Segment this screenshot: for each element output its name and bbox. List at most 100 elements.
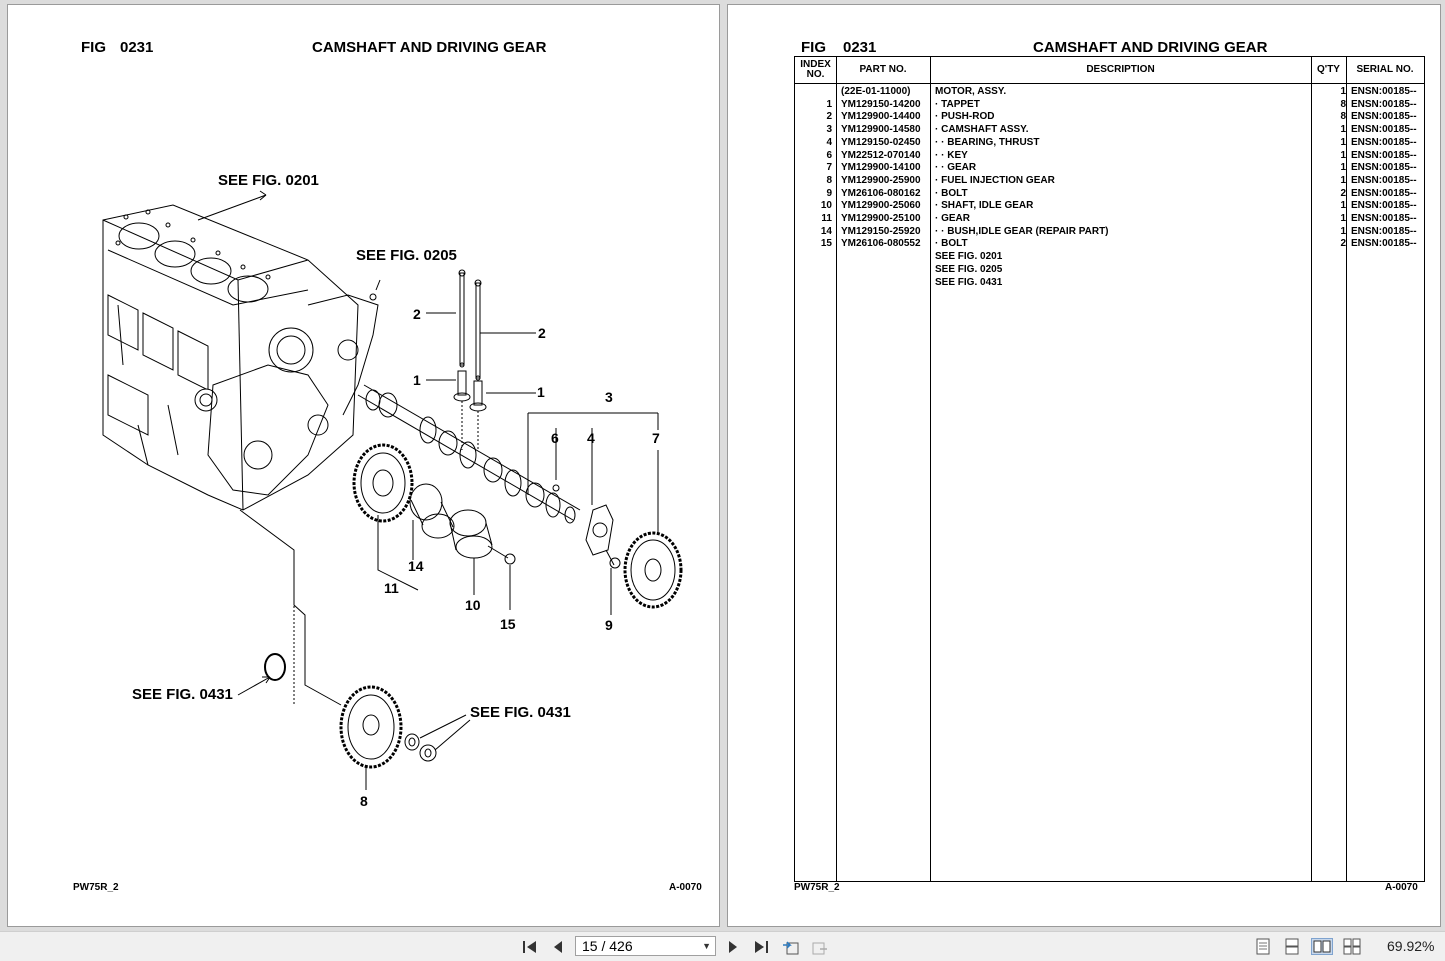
- zoom-level[interactable]: 69.92%: [1387, 938, 1435, 954]
- cell-serial-no: ENSN:00185--: [1351, 213, 1417, 224]
- cell-part-no: YM26106-080162: [841, 187, 921, 199]
- cell-serial-no: ENSN:00185--: [1351, 200, 1417, 212]
- cell-serial-no: ENSN:00185--: [1351, 111, 1417, 123]
- cell-qty: 1: [1340, 124, 1346, 136]
- single-page-icon[interactable]: [1255, 938, 1271, 955]
- cell-serial-no: ENSN:00185--: [1351, 225, 1417, 237]
- cell-description: · · BUSH,IDLE GEAR (REPAIR PART): [935, 225, 1109, 237]
- callout-6: 6: [551, 430, 559, 446]
- callout-4: 4: [587, 430, 595, 446]
- facing-icon[interactable]: [1311, 938, 1333, 955]
- callout-see-0205: SEE FIG. 0205: [356, 247, 457, 264]
- tappets: [426, 370, 536, 450]
- column-divider: [930, 57, 931, 881]
- push-rods: [426, 269, 536, 381]
- cell-qty: 1: [1340, 136, 1346, 148]
- header-description: DESCRIPTION: [1086, 64, 1155, 75]
- cell-part-no: YM129150-14200: [841, 98, 921, 110]
- cell-qty: 8: [1340, 98, 1346, 110]
- cell-serial-no: ENSN:00185--: [1351, 162, 1417, 174]
- page-number-field[interactable]: 15 / 426 ▼: [575, 936, 716, 956]
- cam-gear: [623, 531, 683, 609]
- header-index: INDEX NO.: [800, 59, 831, 80]
- cell-part-no: YM129900-14100: [841, 162, 921, 174]
- previous-view-icon[interactable]: [781, 937, 801, 956]
- cell-description: MOTOR, ASSY.: [935, 86, 1007, 97]
- cell-part-no: YM129900-25900: [841, 174, 921, 186]
- cell-index: 1: [826, 98, 832, 110]
- cell-qty: 1: [1340, 200, 1346, 212]
- prev-page-icon[interactable]: [548, 937, 568, 956]
- footer-left: PW75R_2: [794, 882, 840, 893]
- cell-serial-no: ENSN:00185--: [1351, 174, 1417, 186]
- callout-2b: 2: [538, 325, 546, 341]
- right-page: FIG 0231 CAMSHAFT AND DRIVING GEAR INDEX…: [727, 4, 1441, 927]
- continuous-icon[interactable]: [1284, 938, 1300, 955]
- exploded-diagram: SEE FIG. 0201 SEE FIG. 0205 2 2 1 1 3 6 …: [102, 172, 683, 809]
- idle-gear-bush: [409, 483, 455, 560]
- cell-index: 8: [826, 174, 832, 186]
- thrust-bearing: [585, 504, 614, 556]
- cell-description: · CAMSHAFT ASSY.: [935, 124, 1029, 136]
- cell-description: · TAPPET: [935, 98, 980, 110]
- continuous-facing-icon[interactable]: [1343, 938, 1361, 955]
- fig-label: FIG: [81, 39, 106, 56]
- cell-part-no: YM26106-080552: [841, 238, 921, 250]
- cell-index: 10: [820, 200, 832, 212]
- cell-description: · · BEARING, THRUST: [935, 136, 1040, 148]
- column-divider: [1346, 57, 1347, 881]
- callout-see-0431-a: SEE FIG. 0431: [132, 686, 233, 703]
- cell-part-no: YM129150-25920: [841, 225, 921, 237]
- cell-qty: 2: [1340, 238, 1346, 250]
- callout-1b: 1: [537, 384, 545, 400]
- last-page-icon[interactable]: [751, 937, 771, 956]
- table-row: SEE FIG. 0205: [795, 264, 1424, 277]
- callout-1a: 1: [413, 372, 421, 388]
- cell-index: 4: [826, 136, 832, 148]
- parts-table: INDEX NO. PART NO. DESCRIPTION Q'TY SERI…: [794, 56, 1425, 882]
- cell-serial-no: ENSN:00185--: [1351, 187, 1417, 199]
- cell-qty: 1: [1340, 162, 1346, 174]
- column-divider: [1311, 57, 1312, 881]
- cell-part-no: YM129900-14400: [841, 111, 921, 123]
- cell-description: · FUEL INJECTION GEAR: [935, 174, 1055, 186]
- page-title: CAMSHAFT AND DRIVING GEAR: [312, 39, 547, 56]
- cell-qty: 1: [1340, 149, 1346, 161]
- callout-3: 3: [605, 389, 613, 405]
- cell-serial-no: ENSN:00185--: [1351, 238, 1417, 250]
- footer-left: PW75R_2: [73, 882, 119, 893]
- cell-index: 15: [820, 238, 832, 250]
- column-divider: [836, 57, 837, 881]
- callout-14: 14: [408, 558, 424, 574]
- first-page-icon[interactable]: [520, 937, 540, 956]
- viewer-toolbar: 15 / 426 ▼ 69.92%: [0, 931, 1445, 961]
- idle-gear: [352, 443, 419, 591]
- cell-description: · GEAR: [935, 213, 970, 224]
- callout-11: 11: [384, 580, 399, 596]
- cell-qty: 8: [1340, 111, 1346, 123]
- cell-part-no: YM129900-25100: [841, 213, 921, 224]
- callout-8: 8: [360, 793, 368, 809]
- next-page-icon[interactable]: [723, 937, 743, 956]
- idle-gear-shaft: [449, 509, 493, 595]
- header-serial-no: SERIAL NO.: [1356, 64, 1414, 75]
- fuel-injection-gear: [339, 685, 403, 790]
- fig-label: FIG: [801, 39, 826, 56]
- callout-7: 7: [652, 430, 660, 446]
- cell-index: 11: [821, 213, 832, 224]
- cell-part-no: YM22512-070140: [841, 149, 921, 161]
- next-view-icon[interactable]: [810, 937, 830, 956]
- cell-part-no: YM129900-25060: [841, 200, 921, 212]
- chevron-down-icon[interactable]: ▼: [702, 941, 711, 951]
- callout-2a: 2: [413, 306, 421, 322]
- camshaft: [357, 384, 581, 524]
- footer-right: A-0070: [669, 882, 702, 893]
- cell-index: 14: [820, 225, 832, 237]
- callout-10: 10: [465, 597, 481, 613]
